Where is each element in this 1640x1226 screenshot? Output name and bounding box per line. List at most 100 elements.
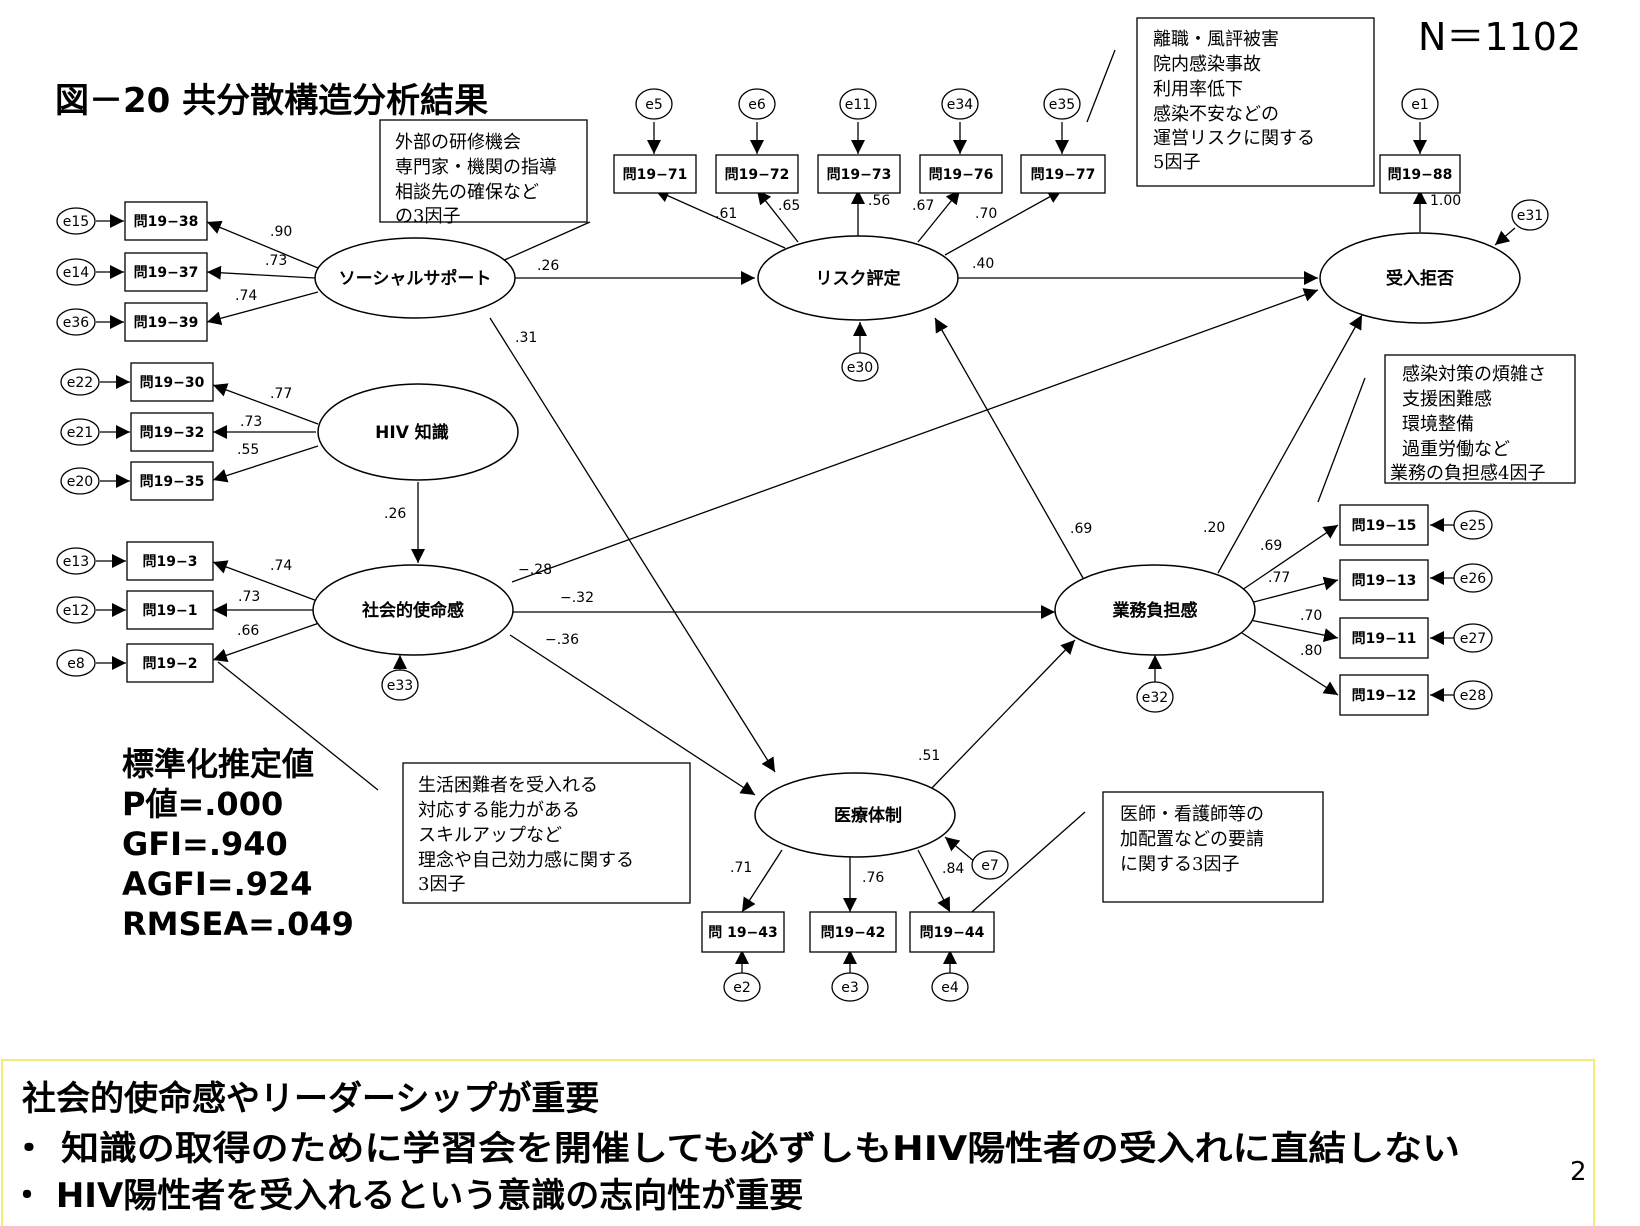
load-med-44 [917, 849, 951, 913]
stats-p-value: P値=.000 [122, 785, 283, 823]
load-bur-11 [1249, 619, 1339, 643]
indicator-q19-72: 問19−72 [725, 167, 790, 183]
note-risk-line-6: 5因子 [1153, 152, 1200, 173]
error-e6 [738, 88, 776, 120]
error-e34 [941, 88, 979, 120]
note-risk-line-4: 感染不安などの [1153, 104, 1279, 125]
error-e34-label: e34 [947, 97, 974, 113]
note-mission-line-2: 対応する能力がある [418, 800, 580, 821]
load-bur-13 [1249, 576, 1339, 604]
coef-med-44: .84 [942, 861, 964, 877]
error-e5-label: e5 [645, 97, 663, 113]
error-e7 [971, 850, 1009, 880]
coef-ss-39: .74 [235, 288, 257, 304]
error-e27 [1453, 623, 1493, 653]
indicator-box-q19-3 [126, 541, 214, 581]
conclusion-line-3: ・ HIV陽性者を受入れるという意識の志向性が重要 [10, 1176, 803, 1216]
load-ss-37 [206, 265, 316, 280]
indicator-q19-73: 問19−73 [827, 167, 892, 183]
err-arrow-e7 [944, 836, 976, 863]
stats-heading: 標準化推定値 [122, 745, 314, 783]
note-box-mission [402, 762, 691, 904]
note-medical-line-3: に関する3因子 [1120, 854, 1239, 875]
load-mis-3 [212, 560, 321, 603]
indicator-box-q19-76 [919, 154, 1003, 194]
coef-risk-ref: .40 [972, 256, 994, 272]
page-number: 2 [1570, 1157, 1587, 1187]
latent-social-support [314, 237, 516, 319]
coef-hiv-30: .77 [270, 386, 292, 402]
sample-size: N＝1102 [1418, 15, 1581, 59]
error-e33-label: e33 [387, 678, 413, 694]
indicator-box-q19-15 [1339, 504, 1429, 546]
note-risk-line-5: 運営リスクに関する [1153, 128, 1315, 149]
load-hiv-35 [212, 445, 319, 483]
error-e13 [56, 547, 96, 575]
indicator-box-q19-77 [1020, 154, 1106, 194]
indicator-box-q19-72 [715, 154, 799, 194]
error-e26 [1453, 563, 1493, 593]
error-e3 [831, 972, 869, 1002]
coef-bur-ref: .20 [1203, 520, 1225, 536]
note-box-social [379, 119, 588, 223]
latent-risk-label: リスク評定 [816, 268, 901, 289]
indicator-box-q19-37 [124, 252, 208, 292]
coef-mis-bur: −.32 [560, 590, 594, 606]
coef-risk-72: .65 [778, 198, 800, 214]
indicator-q19-30: 問19−30 [140, 375, 205, 391]
error-e20 [60, 467, 100, 495]
latent-mission-label: 社会的使命感 [361, 600, 464, 621]
callout-mission [217, 661, 379, 791]
error-e12 [56, 596, 96, 624]
path-med-bur [929, 639, 1076, 791]
error-e36 [56, 308, 96, 336]
path-mis-med [509, 634, 756, 796]
path-bur-ref [1217, 314, 1363, 574]
indicator-box-q19-43 [701, 911, 785, 953]
coef-ss-37: .73 [265, 253, 287, 269]
note-mission-line-5: 3因子 [418, 874, 465, 895]
error-e22-label: e22 [67, 375, 93, 391]
indicator-box-q19-88 [1379, 154, 1461, 194]
note-burden-line-4: 過重労働など [1402, 439, 1510, 460]
coef-ss-med: .31 [515, 330, 537, 346]
indicator-q19-71: 問19−71 [623, 167, 688, 183]
note-box-medical [1102, 791, 1324, 903]
error-e13-label: e13 [63, 554, 89, 570]
load-risk-72 [756, 189, 799, 243]
note-mission-line-1: 生活困難者を受入れる [418, 775, 598, 796]
err-arrow-e31 [1494, 227, 1516, 246]
coef-ss-risk: .26 [537, 258, 559, 274]
error-e6-label: e6 [748, 97, 766, 113]
error-e5 [635, 88, 673, 120]
indicator-box-q19-39 [124, 302, 208, 342]
error-e30 [841, 352, 879, 382]
error-e15-label: e15 [63, 214, 89, 230]
callout-social [499, 221, 591, 263]
indicator-q19-42: 問19−42 [821, 925, 886, 941]
load-hiv-30 [212, 383, 319, 425]
load-mis-2 [212, 621, 323, 663]
coef-med-bur: .51 [918, 748, 940, 764]
error-e21 [60, 418, 100, 446]
coef-hiv-35: .55 [237, 442, 259, 458]
load-risk-76 [917, 189, 961, 243]
error-e2-label: e2 [733, 980, 751, 996]
load-bur-15 [1241, 524, 1339, 591]
latent-refusal-label: 受入拒否 [1386, 268, 1454, 289]
note-social-line-1: 外部の研修機会 [395, 132, 521, 153]
stats-rmsea: RMSEA=.049 [122, 905, 354, 943]
error-e3-label: e3 [841, 980, 859, 996]
coef-risk-76: .67 [912, 198, 934, 214]
indicator-q19-11: 問19−11 [1352, 631, 1417, 647]
latent-risk [757, 235, 959, 321]
error-e25-label: e25 [1460, 518, 1486, 534]
error-e15 [56, 207, 96, 235]
note-risk-line-3: 利用率低下 [1153, 79, 1243, 100]
indicator-q19-37: 問19−37 [134, 265, 199, 281]
error-e2 [723, 972, 761, 1002]
indicator-q19-43: 問 19−43 [708, 925, 778, 941]
coef-bur-12: .80 [1300, 643, 1322, 659]
conclusion-panel [1, 1059, 1595, 1226]
callout-risk [1086, 49, 1116, 123]
